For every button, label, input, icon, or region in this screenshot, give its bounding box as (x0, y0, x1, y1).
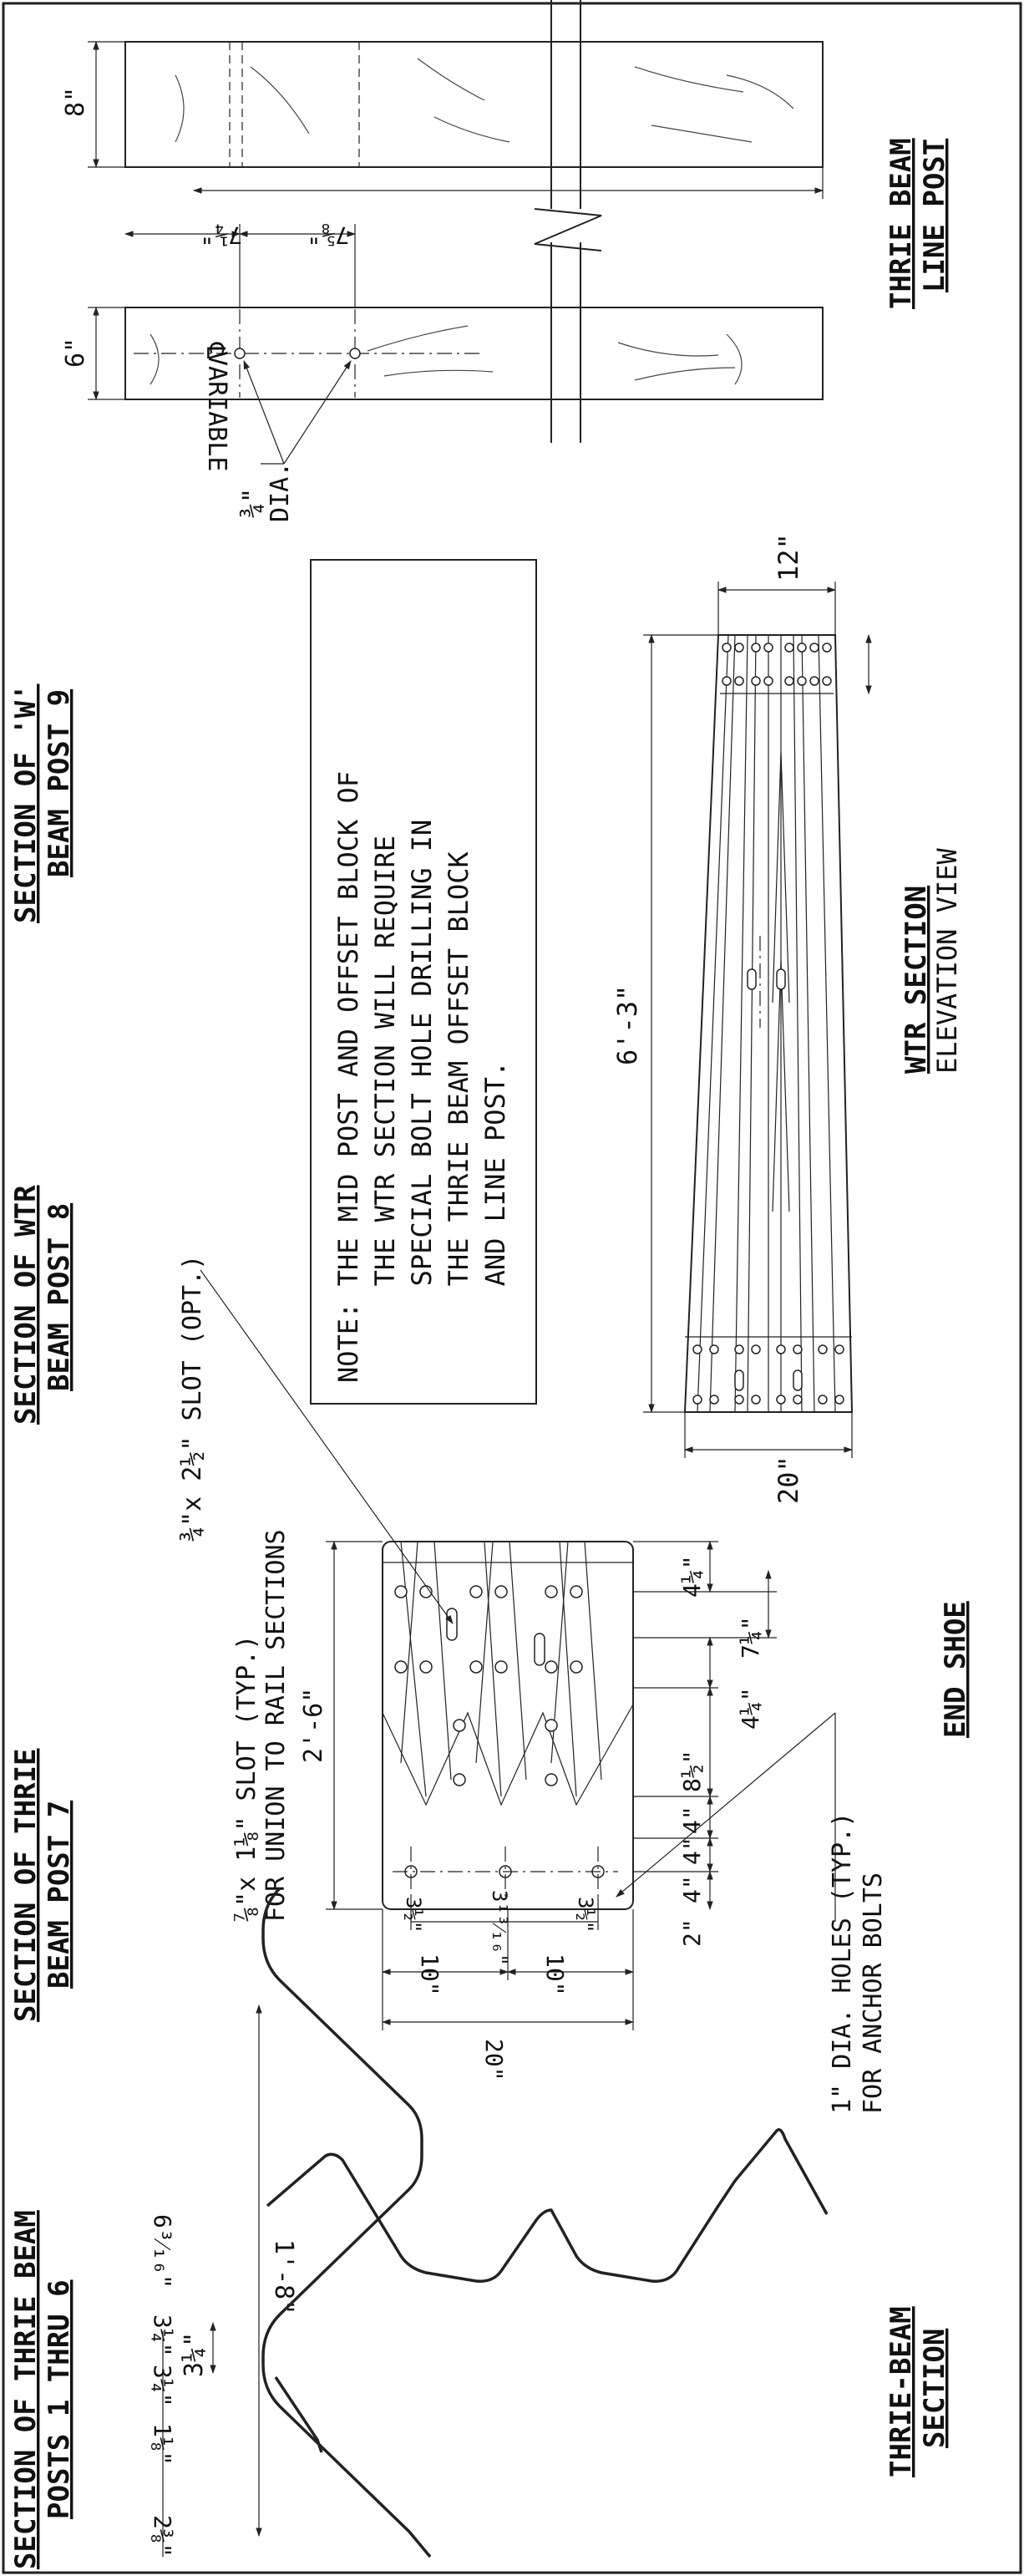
label-slot-opt: ¾"x 2½" SLOT (OPT.) (178, 1255, 207, 1542)
title-post-7-l1: SECTION OF THRIE (9, 1748, 43, 2022)
dim-7-1-4: 7¼" (737, 1616, 764, 1659)
label-holes: 1" DIA. HOLES (TYP.) (828, 1812, 857, 2114)
title-post-7-l2: BEAM POST 7 (43, 1801, 76, 1989)
note-box: NOTE: THE MID POST AND OFFSET BLOCK OF T… (310, 559, 537, 1405)
thrie-dim-3-1-4-b: 3¼" (149, 2314, 176, 2357)
wtr-subtitle: ELEVATION VIEW (931, 848, 963, 1074)
dim-6: 6" (61, 338, 90, 368)
thrie-title-l1: THRIE-BEAM (885, 2306, 918, 2477)
dim-4-1-4-a: 4¼" (678, 1555, 706, 1598)
thrie-dim-3-1-4-a: 3¼" (149, 2365, 176, 2407)
label-holes-sub: FOR ANCHOR BOLTS (859, 1872, 888, 2114)
dim-3-1-2-a: 3½" (402, 1897, 425, 1933)
thrie-beam-section-drawing: 1'-8" 3¼" 2⅜" 3¼" 1⅛" 3¼" 6³⁄₁₆" THRIE-B… (149, 2004, 951, 2558)
note-line-1: NOTE: THE MID POST AND OFFSET BLOCK OF (332, 771, 364, 1383)
thrie-dim-6-3-16: 6³⁄₁₆" (149, 2214, 176, 2289)
thrie-beam-profile (261, 1887, 432, 2558)
wtr-dim-20: 20" (773, 1456, 804, 1504)
title-post-9-l1: SECTION OF 'W' (9, 683, 43, 923)
dim-7-5-8: 7⅝" (307, 221, 349, 249)
title-posts-1-6-l1: SECTION OF THRIE BEAM (9, 2210, 43, 2569)
dim-4-1-4-b: 4¼" (737, 1687, 764, 1730)
hole-dia-num: ¾" (238, 488, 267, 518)
label-slot-typ: ⅞"x 1⅛" SLOT (TYP.) (232, 1635, 261, 1922)
dim-10-b: 10" (541, 1954, 569, 1996)
wtr-dim-12: 12" (773, 533, 804, 582)
note-line-3: SPECIAL BOLT HOLE DRILLING IN (406, 820, 438, 1383)
dim-8: 8" (61, 87, 90, 117)
hole-dia-label: DIA. (266, 462, 295, 522)
dim-3-1-2-b: 3½" (574, 1897, 597, 1933)
line-post-title-l1: THRIE BEAM (885, 138, 918, 309)
title-post-9-l2: BEAM POST 9 (43, 689, 76, 877)
dim-4-a: 4" (678, 1806, 706, 1834)
note-line-5: AND LINE POST. (479, 1061, 511, 1383)
end-shoe-title: END SHOE (939, 1601, 972, 1738)
dim-8-1-2: 8½" (678, 1750, 706, 1792)
note-line-4: THE THRIE BEAM OFFSET BLOCK (443, 851, 474, 1384)
line-post-drawing: ℄ ¾" DIA. 8" 6" VARIABLE 7¼" 7⅝" THRIE B… (61, 0, 951, 522)
note-line-2: THE WTR SECTION WILL REQUIRE (369, 836, 401, 1383)
title-posts-1-6-l2: POSTS 1 THRU 6 (43, 2279, 76, 2519)
title-post-8-l1: SECTION OF WTR (9, 1185, 43, 1425)
dim-2-6: 2'-6" (299, 1688, 328, 1763)
dim-10-a: 10" (416, 1954, 444, 1996)
center-line-symbol: ℄ (200, 342, 230, 359)
thrie-dim-1-8: 1'-8" (269, 2239, 298, 2314)
dim-3-13-16: 3¹³⁄₁₆" (488, 1890, 511, 1966)
dim-4-c: 4" (678, 1875, 706, 1903)
dim-variable: VARIABLE (202, 351, 231, 472)
wtr-title: WTR SECTION (900, 886, 933, 1074)
end-shoe-drawing: ¾"x 2½" SLOT (OPT.) ⅞"x 1⅛" SLOT (TYP.) … (178, 1255, 972, 2114)
title-post-8-l2: BEAM POST 8 (43, 1203, 76, 1391)
dim-2: 2" (678, 1918, 706, 1947)
wtr-dim-6-3: 6'-3" (611, 985, 643, 1065)
thrie-dim-2-3-8: 2⅜" (149, 2515, 176, 2558)
thrie-dim-3-1-4-h: 3¼" (180, 2332, 209, 2377)
wtr-section-drawing: 6'-3" 12" 20" WTR SECTION ELEVATION VIEW (611, 533, 963, 1504)
thrie-dim-1-1-8: 1⅛" (149, 2423, 176, 2466)
dim-4-b: 4" (678, 1837, 706, 1865)
thrie-title-l2: SECTION (918, 2329, 951, 2448)
dim-20: 20" (480, 2039, 508, 2081)
line-post-title-l2: LINE POST (918, 139, 951, 292)
section-titles: SECTION OF THRIE BEAM POSTS 1 THRU 6 SEC… (9, 683, 76, 2569)
label-slot-typ-sub: FOR UNION TO RAIL SECTIONS (261, 1529, 291, 1922)
dim-7-1-4: 7¼" (200, 221, 242, 249)
